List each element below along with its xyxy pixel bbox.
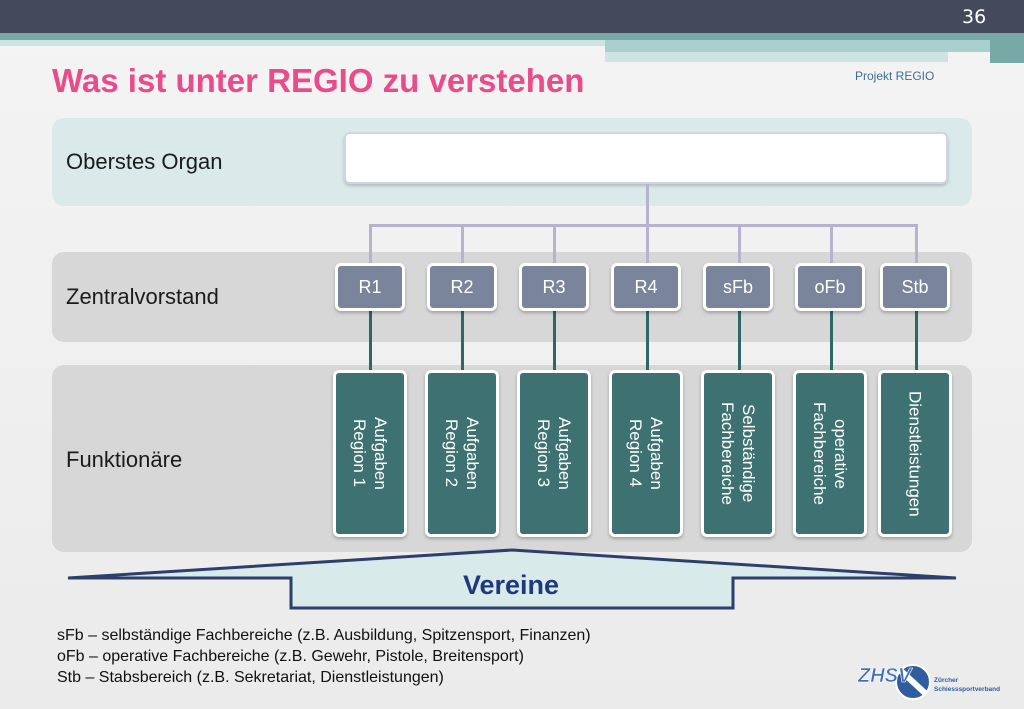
function-label: Aufgaben Region 3: [534, 417, 574, 490]
function-box-sfb: Selbständige Fachbereiche: [701, 370, 775, 537]
function-box-ofb: operative Fachbereiche: [793, 370, 867, 537]
unit-box-ofb: oFb: [795, 263, 865, 311]
function-label: Aufgaben Region 2: [442, 417, 482, 490]
slide-title: Was ist unter REGIO zu verstehen: [52, 62, 585, 99]
header-bar: [0, 0, 1024, 33]
connector-drop: [553, 224, 556, 264]
connector-down: [915, 311, 918, 371]
level-label-middle: Zentralvorstand: [66, 284, 219, 309]
header-stripe: [0, 33, 1024, 40]
header-accent-light: [605, 52, 948, 62]
unit-box-stb: Stb: [880, 263, 950, 311]
connector-down: [369, 311, 372, 371]
header-accent-corner: [990, 33, 1024, 63]
slide-number: 36: [962, 6, 987, 28]
logo-line1: Zürcher: [934, 677, 959, 684]
connector-trunk: [646, 184, 649, 226]
legend-item: Stb – Stabsbereich (z.B. Sekretariat, Di…: [57, 669, 444, 686]
connector-drop: [369, 224, 372, 264]
top-organ-box: [344, 132, 948, 184]
function-box-r2: Aufgaben Region 2: [425, 370, 499, 537]
logo-mark: ZHSV: [857, 665, 913, 687]
zhsv-logo: ZHSV Zürcher Schiesssportverband: [857, 664, 1000, 700]
connector-down: [553, 311, 556, 371]
connector-drop: [830, 224, 833, 264]
unit-box-r4: R4: [611, 263, 681, 311]
connector-down: [830, 311, 833, 371]
base-platform-shape: [67, 548, 957, 610]
level-label-top: Oberstes Organ: [66, 149, 223, 174]
unit-box-r3: R3: [519, 263, 589, 311]
connector-down: [461, 311, 464, 371]
connector-down: [646, 311, 649, 371]
function-label: Aufgaben Region 4: [626, 417, 666, 490]
legend-item: sFb – selbständige Fachbereiche (z.B. Au…: [57, 627, 591, 644]
connector-drop: [646, 224, 649, 264]
function-box-r3: Aufgaben Region 3: [517, 370, 591, 537]
unit-box-r1: R1: [335, 263, 405, 311]
function-label: Dienstleistungen: [905, 390, 925, 517]
header-stripe-light: [0, 40, 1024, 46]
connector-bus: [369, 224, 918, 227]
function-box-r1: Aufgaben Region 1: [333, 370, 407, 537]
function-box-stb: Dienstleistungen: [878, 370, 952, 537]
header-accent: [605, 40, 1024, 52]
connector-drop: [738, 224, 741, 264]
connector-down: [738, 311, 741, 371]
connector-drop: [461, 224, 464, 264]
function-label: operative Fachbereiche: [810, 401, 850, 505]
base-label: Vereine: [462, 570, 560, 600]
logo-line2: Schiesssportverband: [934, 686, 1000, 693]
level-label-bottom: Funktionäre: [66, 447, 183, 472]
function-box-r4: Aufgaben Region 4: [609, 370, 683, 537]
function-label: Aufgaben Region 1: [350, 417, 390, 490]
legend-item: oFb – operative Fachbereiche (z.B. Geweh…: [57, 648, 524, 665]
unit-box-sfb: sFb: [703, 263, 773, 311]
function-label: Selbständige Fachbereiche: [718, 401, 758, 505]
project-label: Projekt REGIO: [855, 69, 935, 83]
connector-drop: [915, 224, 918, 264]
legend: sFb – selbständige Fachbereiche (z.B. Au…: [57, 625, 591, 688]
unit-box-r2: R2: [427, 263, 497, 311]
